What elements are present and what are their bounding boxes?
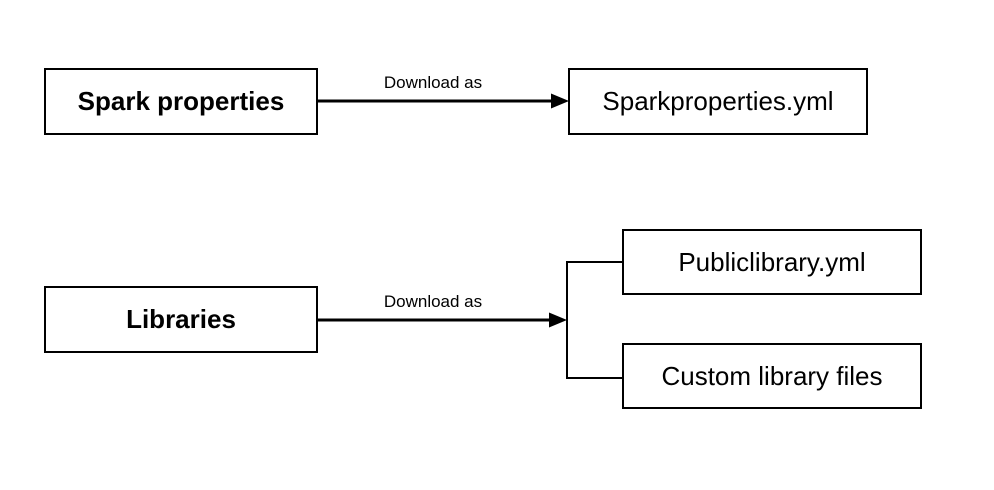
node-spark-properties: Spark properties [44,68,318,135]
arrowhead-icon [551,93,569,109]
node-custom-library-files-label: Custom library files [661,360,883,391]
node-sparkproperties-yml-label: Sparkproperties.yml [602,86,834,116]
arrowhead-icon [549,312,567,328]
branch-connector [566,261,622,379]
edge-label-spark-download: Download as [383,73,483,92]
node-publiclibrary-yml-label: Publiclibrary.yml [678,246,866,277]
arrow-libraries-download [318,312,567,328]
node-publiclibrary-yml: Publiclibrary.yml [622,229,922,295]
edge-label-libraries-download: Download as [383,292,483,311]
arrow-spark-download [318,93,569,109]
node-libraries: Libraries [44,286,318,353]
node-spark-properties-label: Spark properties [77,86,285,116]
node-libraries-label: Libraries [126,304,236,334]
node-sparkproperties-yml: Sparkproperties.yml [568,68,868,135]
node-custom-library-files: Custom library files [622,343,922,409]
